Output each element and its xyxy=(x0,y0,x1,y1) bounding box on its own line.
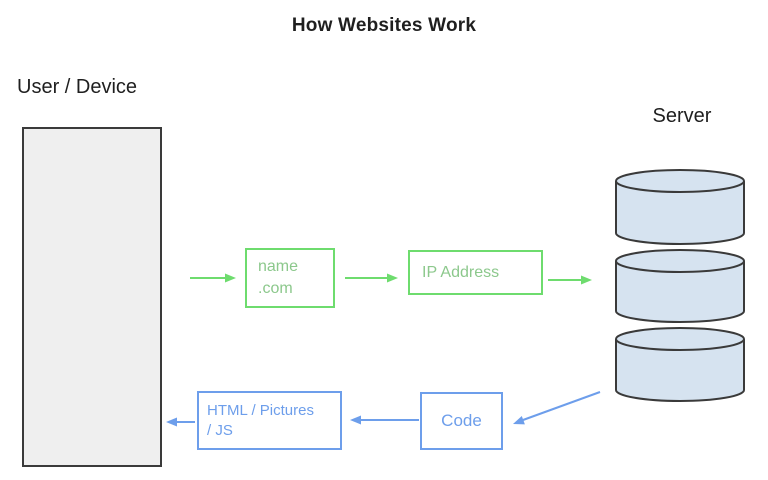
ip-address-box: IP Address xyxy=(408,250,543,295)
html-pictures-js-box: HTML / Pictures / JS xyxy=(197,391,342,450)
domain-name-box: name .com xyxy=(245,248,335,308)
response-line2: / JS xyxy=(207,421,233,439)
domain-name-line2: .com xyxy=(258,280,293,297)
ip-address-label: IP Address xyxy=(422,263,500,281)
html-to-device-arrow xyxy=(166,417,195,427)
database-cylinder-top xyxy=(615,169,745,245)
user-device-label: User / Device xyxy=(17,76,138,98)
domain-to-ip-arrow xyxy=(345,273,398,283)
response-line1: HTML / Pictures xyxy=(207,401,314,419)
database-cylinder-bottom xyxy=(615,327,745,402)
code-label: Code xyxy=(441,411,482,430)
code-to-html-arrow xyxy=(350,415,419,425)
page-title: How Websites Work xyxy=(291,15,477,36)
server-label: Server xyxy=(652,105,712,127)
user-device-rectangle xyxy=(22,127,162,467)
server-to-code-arrow xyxy=(513,391,601,425)
ip-to-server-arrow xyxy=(548,275,592,285)
database-cylinder-middle xyxy=(615,249,745,323)
code-box: Code xyxy=(420,392,503,450)
domain-name-line1: name xyxy=(258,258,299,275)
server-stack xyxy=(615,169,745,402)
device-to-domain-arrow xyxy=(190,273,236,283)
